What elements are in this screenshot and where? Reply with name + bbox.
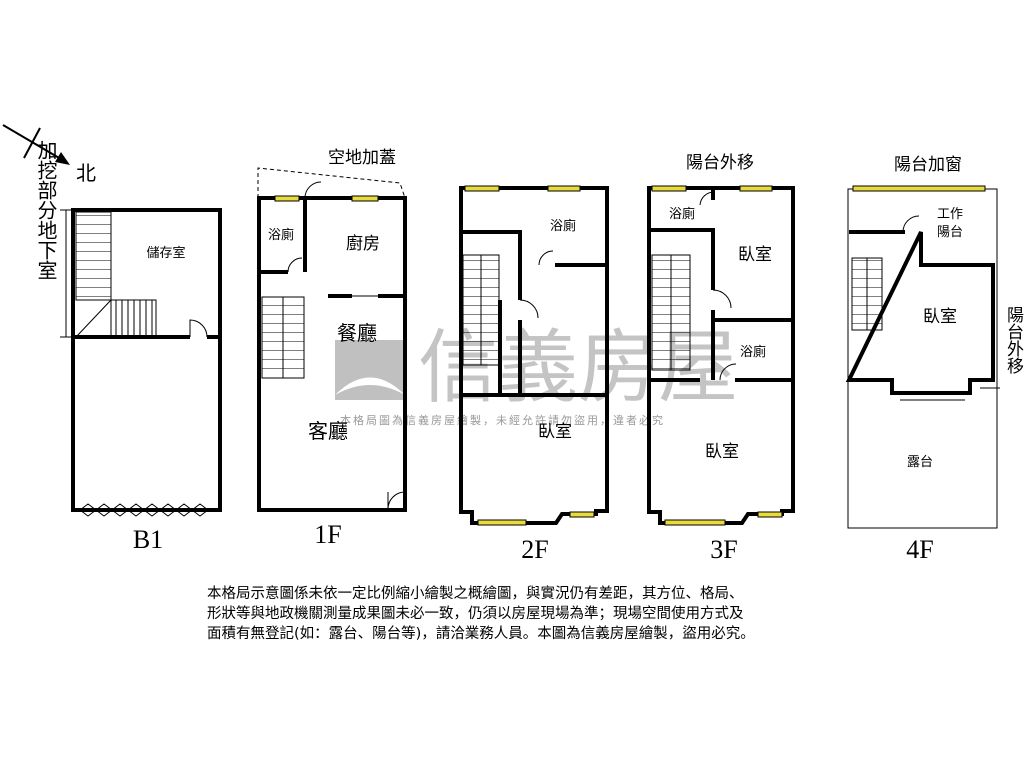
room-bedroom: 臥室 bbox=[538, 422, 572, 442]
disclaimer: 本格局示意圖係未依一定比例縮小繪製之概繪圖，與實況仍有差距，其方位、格局、 形狀… bbox=[207, 584, 827, 644]
north-arrow-icon: 北 bbox=[2, 124, 96, 185]
floor-label-2f: 2F bbox=[521, 535, 548, 564]
room-terrace: 露台 bbox=[907, 455, 933, 470]
room-kitchen: 廚房 bbox=[346, 233, 380, 254]
f1-note: 空地加蓋 bbox=[328, 148, 396, 168]
watermark-notice: 本格局圖為信義房屋繪製，未經允許請勿盜用，違者必究 bbox=[340, 413, 665, 427]
floor-label-1f: 1F bbox=[314, 520, 341, 549]
disclaimer-line: 面積有無登記(如：露台、陽台等)，請洽業務人員。本圖為信義房屋繪製，盜用必究。 bbox=[207, 626, 755, 642]
north-label: 北 bbox=[76, 161, 96, 185]
brand-logo-icon bbox=[335, 340, 405, 400]
f3-note: 陽台外移 bbox=[686, 153, 754, 173]
f4-note: 陽台加窗 bbox=[894, 155, 962, 175]
floor-b1: 儲存室 加挖部分地下室 B1 bbox=[34, 140, 222, 554]
floor-label-3f: 3F bbox=[710, 535, 737, 564]
room-living: 客廳 bbox=[308, 419, 348, 443]
room-bathroom: 浴廁 bbox=[550, 218, 576, 234]
floor-label-4f: 4F bbox=[906, 535, 933, 564]
disclaimer-line: 形狀等與地政機關測量成果圖未必一致，仍須以房屋現場為準；現場空間使用方式及 bbox=[207, 606, 744, 622]
floor-3f: 浴廁 臥室 浴廁 臥室 陽台外移 3F bbox=[647, 153, 795, 564]
b1-note: 加挖部分地下室 bbox=[34, 140, 58, 280]
room-bedroom: 臥室 bbox=[738, 245, 772, 265]
floor-1f: 浴廁 廚房 餐廳 客廳 空地加蓋 1F bbox=[257, 148, 407, 549]
room-dining: 餐廳 bbox=[337, 321, 377, 345]
disclaimer-line: 本格局示意圖係未依一定比例縮小繪製之概繪圖，與實況仍有差距，其方位、格局、 bbox=[207, 586, 744, 602]
room-bathroom: 浴廁 bbox=[669, 206, 695, 222]
room-storage: 儲存室 bbox=[146, 245, 185, 261]
room-utility-label: 工作 bbox=[937, 207, 963, 222]
room-bathroom: 浴廁 bbox=[268, 227, 294, 243]
f4-note2: 陽台外移 bbox=[1003, 306, 1024, 374]
room-bathroom: 浴廁 bbox=[740, 344, 766, 360]
floor-4f: 工作 陽台 臥室 露台 陽台加窗 陽台外移 4F bbox=[845, 155, 1024, 564]
room-bedroom: 臥室 bbox=[705, 442, 739, 462]
room-utility-balcony: 陽台 bbox=[937, 225, 963, 240]
room-bedroom: 臥室 bbox=[923, 307, 957, 327]
floor-2f: 浴廁 臥室 2F bbox=[459, 185, 609, 564]
floor-label-b1: B1 bbox=[133, 525, 163, 554]
